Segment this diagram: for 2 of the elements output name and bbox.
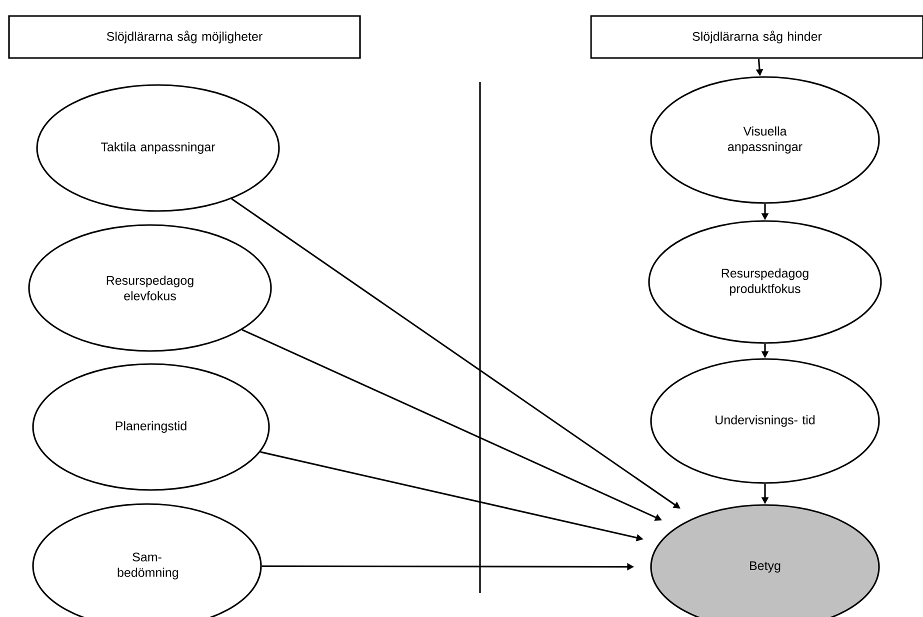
heading-box: Slöjdlärarna såg möjligheter — [8, 15, 361, 59]
heading-box: Slöjdlärarna såg hinder — [590, 15, 923, 59]
